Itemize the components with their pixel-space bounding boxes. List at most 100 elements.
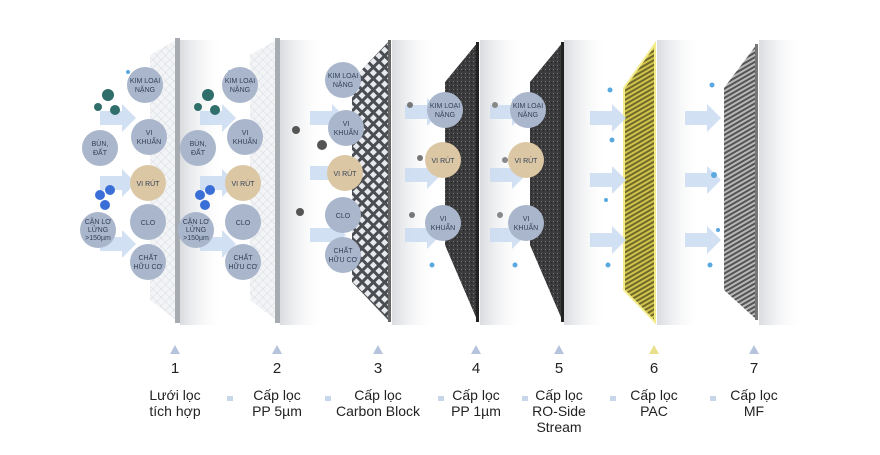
svg-text:HỮU CƠ: HỮU CƠ	[228, 262, 257, 271]
stage-number: 4	[471, 360, 481, 377]
stage-label: Cấp lọc	[354, 387, 402, 403]
svg-text:ĐẤT: ĐẤT	[93, 147, 108, 157]
separator-arrow-icon	[325, 396, 331, 401]
stage-label: Cấp lọc	[630, 387, 678, 403]
stage-label: RO-Side	[532, 403, 586, 419]
stage-number: 2	[272, 360, 282, 377]
up-arrow-icon	[649, 345, 659, 354]
up-arrow-icon	[554, 345, 564, 354]
svg-text:HỮU CƠ: HỮU CƠ	[328, 255, 357, 264]
filter-4-pp	[445, 42, 479, 322]
svg-text:VI RÚT: VI RÚT	[432, 156, 456, 165]
svg-text:KIM LOẠI: KIM LOẠI	[130, 78, 160, 85]
stage-label: PP 5µm	[252, 403, 302, 419]
svg-text:CẶN LƠ: CẶN LƠ	[183, 217, 210, 226]
svg-text:>150µm: >150µm	[183, 235, 209, 242]
stage-label: Carbon Block	[335, 403, 421, 419]
svg-text:NẶNG: NẶNG	[333, 80, 353, 89]
svg-text:KHUẨN: KHUẨN	[334, 128, 359, 137]
separator-arrow-icon	[522, 396, 528, 401]
stage-number: 6	[649, 360, 659, 377]
contaminant-particles	[94, 89, 508, 218]
svg-text:NẶNG: NẶNG	[435, 110, 455, 119]
svg-text:KHUẨN: KHUẨN	[233, 137, 258, 146]
svg-text:>150µm: >150µm	[85, 235, 111, 242]
stage-number: 7	[749, 360, 759, 377]
stage-label: Lưới lọc	[149, 387, 201, 403]
stage-label: PP 1µm	[451, 403, 501, 419]
svg-text:NẶNG: NẶNG	[230, 85, 250, 94]
stage-label: Cấp lọc	[253, 387, 301, 403]
stage-number: 3	[373, 360, 383, 377]
svg-text:KHUẨN: KHUẨN	[514, 223, 539, 232]
stage-label: Cấp lọc	[452, 387, 500, 403]
svg-text:CLO: CLO	[336, 213, 351, 220]
svg-text:ĐẤT: ĐẤT	[191, 147, 206, 157]
svg-text:VI: VI	[146, 130, 153, 137]
water-drops	[126, 70, 720, 268]
svg-text:VI RÚT: VI RÚT	[137, 179, 161, 188]
stage-label: Stream	[536, 419, 582, 435]
filter-3-carbon-block	[352, 40, 391, 322]
svg-text:VI: VI	[242, 130, 249, 137]
svg-text:LỬNG: LỬNG	[186, 225, 206, 234]
svg-text:KIM LOẠI: KIM LOẠI	[430, 103, 460, 110]
filter-7-mf	[724, 44, 758, 320]
up-arrow-icon	[749, 345, 759, 354]
svg-text:BÙN,: BÙN,	[190, 139, 207, 148]
filter-6-pac	[623, 40, 656, 325]
up-arrow-icon	[272, 345, 282, 354]
svg-text:CHẤT: CHẤT	[138, 252, 158, 262]
svg-text:VI RÚT: VI RÚT	[515, 156, 539, 165]
svg-text:KHUẨN: KHUẨN	[137, 137, 162, 146]
svg-text:NẶNG: NẶNG	[135, 85, 155, 94]
svg-text:NẶNG: NẶNG	[518, 110, 538, 119]
separator-arrow-icon	[227, 396, 233, 401]
svg-text:CLO: CLO	[141, 220, 156, 227]
svg-text:HỮU CƠ: HỮU CƠ	[133, 262, 162, 271]
svg-text:VI: VI	[343, 121, 350, 128]
separator-arrow-icon	[610, 396, 616, 401]
stage-label: MF	[743, 403, 765, 419]
svg-text:CHẤT: CHẤT	[333, 245, 353, 255]
svg-text:CLO: CLO	[236, 220, 251, 227]
svg-text:LỬNG: LỬNG	[88, 225, 108, 234]
svg-text:VI: VI	[523, 216, 530, 223]
separator-arrow-icon	[710, 396, 716, 401]
stage-label: tích hợp	[149, 403, 201, 419]
svg-text:VI RÚT: VI RÚT	[232, 179, 256, 188]
svg-text:VI RÚT: VI RÚT	[334, 169, 358, 178]
filter-2-mesh	[250, 38, 280, 323]
svg-text:CHẤT: CHẤT	[233, 252, 253, 262]
svg-text:KIM LOẠI: KIM LOẠI	[328, 73, 358, 80]
svg-text:BÙN,: BÙN,	[92, 139, 109, 148]
svg-text:KIM LOẠI: KIM LOẠI	[225, 78, 255, 85]
stage-number: 5	[554, 360, 564, 377]
filter-5-ro	[530, 42, 564, 322]
stage-label: Cấp lọc	[535, 387, 583, 403]
stage-label: Cấp lọc	[730, 387, 778, 403]
up-arrow-icon	[170, 345, 180, 354]
up-arrow-icon	[471, 345, 481, 354]
svg-text:CẶN LƠ: CẶN LƠ	[85, 217, 112, 226]
svg-text:KHUẨN: KHUẨN	[431, 223, 456, 232]
stage-label: PAC	[640, 403, 668, 419]
svg-text:KIM LOẠI: KIM LOẠI	[513, 103, 543, 110]
stage-number: 1	[170, 360, 180, 377]
svg-text:VI: VI	[440, 216, 447, 223]
up-arrow-icon	[373, 345, 383, 354]
